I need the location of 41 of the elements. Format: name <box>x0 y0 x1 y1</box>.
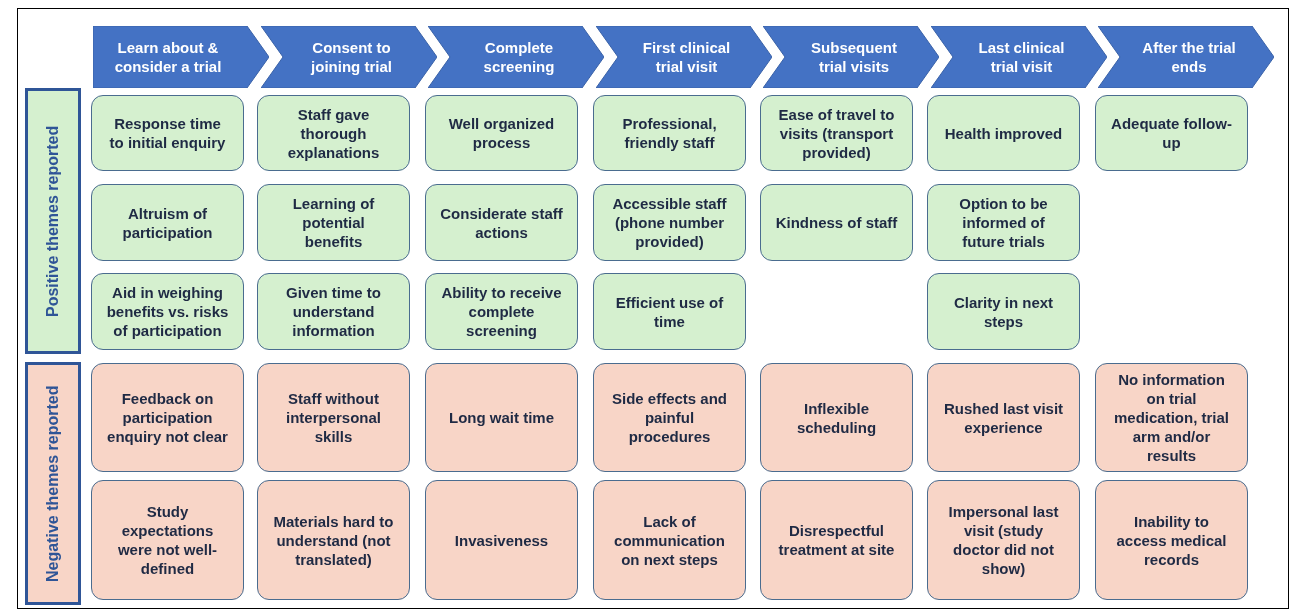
theme-card: Side effects and painful procedures <box>593 363 746 472</box>
theme-card: Professional, friendly staff <box>593 95 746 171</box>
theme-card: Learning of potential benefits <box>257 184 410 261</box>
theme-band: Negative themes reported <box>25 362 81 605</box>
stage-banner: After the trial ends <box>1098 26 1274 88</box>
theme-card: Lack of communication on next steps <box>593 480 746 600</box>
stage-banner: First clinical trial visit <box>595 26 772 88</box>
theme-card: Materials hard to understand (not translated) <box>257 480 410 600</box>
theme-card: Health improved <box>927 95 1080 171</box>
theme-card: Aid in weighing benefits vs. risks of participation <box>91 273 244 350</box>
theme-card: Long wait time <box>425 363 578 472</box>
stage-banner: Learn about & consider a trial <box>93 26 269 88</box>
theme-card: Adequate follow-up <box>1095 95 1248 171</box>
theme-card: Considerate staff actions <box>425 184 578 261</box>
stage-banner: Complete screening <box>428 26 604 88</box>
theme-card: Ability to receive complete screening <box>425 273 578 350</box>
theme-card: Option to be informed of future trials <box>927 184 1080 261</box>
theme-card: Feedback on participation enquiry not clear <box>91 363 244 472</box>
stage-banner: Consent to joining trial <box>260 26 437 88</box>
theme-card: Disrespectful treatment at site <box>760 480 913 600</box>
theme-card: No information on trial medication, trial arm and/or results <box>1095 363 1248 472</box>
theme-card: Staff without interpersonal skills <box>257 363 410 472</box>
theme-card: Inability to access medical records <box>1095 480 1248 600</box>
theme-card: Altruism of participation <box>91 184 244 261</box>
theme-card: Staff gave thorough explanations <box>257 95 410 171</box>
theme-card: Rushed last visit experience <box>927 363 1080 472</box>
theme-card: Accessible staff (phone number provided) <box>593 184 746 261</box>
theme-card: Clarity in next steps <box>927 273 1080 350</box>
theme-card: Ease of travel to visits (transport provided) <box>760 95 913 171</box>
theme-card: Well organized process <box>425 95 578 171</box>
stage-banner: Last clinical trial visit <box>930 26 1107 88</box>
theme-card: Efficient use of time <box>593 273 746 350</box>
theme-card: Invasiveness <box>425 480 578 600</box>
theme-card: Study expectations were not well-defined <box>91 480 244 600</box>
theme-band: Positive themes reported <box>25 88 81 354</box>
theme-card: Response time to initial enquiry <box>91 95 244 171</box>
theme-card: Kindness of staff <box>760 184 913 261</box>
theme-card: Inflexible scheduling <box>760 363 913 472</box>
theme-card: Given time to understand information <box>257 273 410 350</box>
stage-banner: Subsequent trial visits <box>763 26 939 88</box>
theme-card: Impersonal last visit (study doctor did not show) <box>927 480 1080 600</box>
